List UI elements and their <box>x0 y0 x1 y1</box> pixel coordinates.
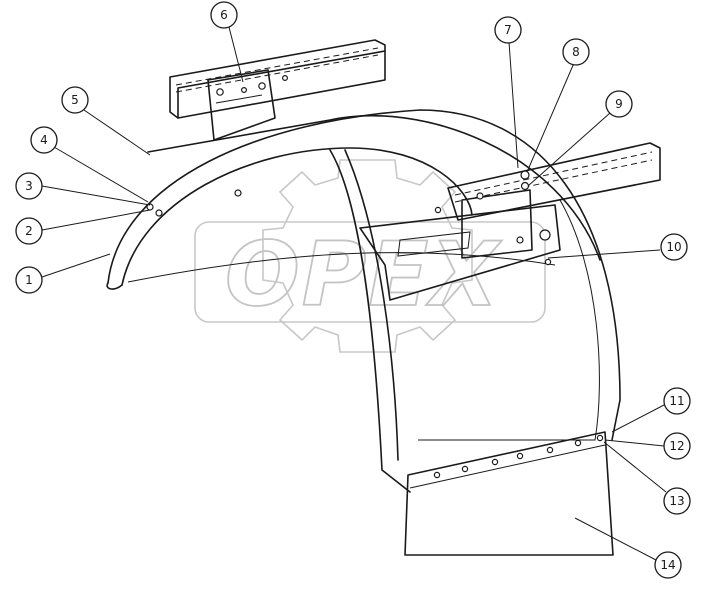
callout-8: 8 <box>562 38 590 66</box>
callout-3-label: 3 <box>25 179 33 193</box>
callout-13-label: 13 <box>669 494 684 508</box>
callout-10: 10 <box>660 233 688 261</box>
callout-10-label: 10 <box>666 240 681 254</box>
callout-4-label: 4 <box>40 133 48 147</box>
opex-watermark: OPEX <box>194 159 546 353</box>
fender-body <box>106 109 621 493</box>
callout-7: 7 <box>494 16 522 44</box>
callout-12-label: 12 <box>669 439 684 453</box>
callout-12: 12 <box>663 432 691 460</box>
callout-9-label: 9 <box>615 97 623 111</box>
callout-13: 13 <box>663 487 691 515</box>
callout-9: 9 <box>605 90 633 118</box>
callout-1: 1 <box>15 266 43 294</box>
leader-lines <box>41 26 667 561</box>
callout-8-label: 8 <box>572 45 580 59</box>
callout-5: 5 <box>61 86 89 114</box>
callout-5-label: 5 <box>71 93 79 107</box>
rear-mounting-bracket <box>359 142 661 301</box>
callout-6-label: 6 <box>220 8 228 22</box>
callout-11: 11 <box>663 387 691 415</box>
callout-3: 3 <box>15 172 43 200</box>
callout-6: 6 <box>210 1 238 29</box>
mud-flap <box>404 431 614 556</box>
callout-14-label: 14 <box>660 558 675 572</box>
callout-14: 14 <box>654 551 682 579</box>
callout-2-label: 2 <box>25 224 33 238</box>
callout-7-label: 7 <box>504 23 512 37</box>
top-mounting-bracket <box>169 39 386 141</box>
callout-1-label: 1 <box>25 273 33 287</box>
callout-2: 2 <box>15 217 43 245</box>
watermark-text: OPEX <box>225 223 502 326</box>
callout-4: 4 <box>30 126 58 154</box>
callout-11-label: 11 <box>669 394 684 408</box>
